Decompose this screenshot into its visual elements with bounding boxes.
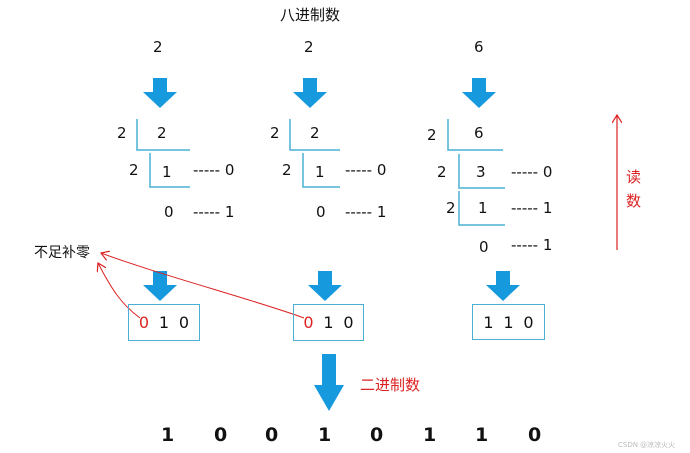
binary-result-bit: 0 <box>214 424 228 446</box>
binary-result-bit: 0 <box>265 424 279 446</box>
division-bracket <box>289 119 340 151</box>
down-arrow-icon <box>314 354 344 411</box>
binary-group-box: 0 1 0 <box>128 304 200 341</box>
remainder: ----- 0 <box>193 161 235 179</box>
binary-result-bit: 1 <box>423 424 437 446</box>
remainder: ----- 1 <box>511 199 553 217</box>
padded-bit: 0 <box>303 313 314 332</box>
binary-result-bit: 0 <box>528 424 542 446</box>
result-label: 二进制数 <box>360 376 421 394</box>
division-bracket <box>149 153 190 188</box>
down-arrow-icon <box>486 271 520 301</box>
octal-digit: 2 <box>153 38 163 56</box>
division-bracket <box>136 119 190 151</box>
binary-bit: 1 <box>158 313 170 332</box>
binary-group-box: 0 1 0 <box>293 304 364 341</box>
dividend: 2 <box>157 124 167 142</box>
octal-digit: 2 <box>304 38 314 56</box>
binary-bit: 0 <box>523 312 534 332</box>
final-quotient: 0 <box>316 203 326 221</box>
down-arrow-icon <box>308 271 342 301</box>
octal-digit: 6 <box>474 38 484 56</box>
pad-note-arrow <box>98 263 141 319</box>
final-quotient: 0 <box>479 238 489 256</box>
remainder: ----- 1 <box>511 236 553 254</box>
down-arrow-icon <box>293 78 327 108</box>
padded-bit: 0 <box>138 313 150 332</box>
divisor: 2 <box>446 199 456 217</box>
remainder: ----- 0 <box>345 161 387 179</box>
division-bracket <box>302 153 340 188</box>
division-bracket <box>458 154 505 189</box>
dividend: 3 <box>476 163 486 181</box>
down-arrow-icon <box>143 78 177 108</box>
final-quotient: 0 <box>164 203 174 221</box>
binary-result-bit: 0 <box>370 424 384 446</box>
binary-result-bit: 1 <box>475 424 489 446</box>
binary-result-bit: 1 <box>161 424 175 446</box>
remainder: ----- 1 <box>345 203 387 221</box>
binary-bit: 1 <box>323 313 334 332</box>
division-bracket <box>458 191 505 226</box>
binary-bit: 1 <box>483 312 494 332</box>
dividend: 6 <box>474 124 484 142</box>
down-arrow-icon <box>143 271 177 301</box>
watermark: CSDN @凉凉火火 <box>618 441 676 449</box>
binary-result-bit: 1 <box>318 424 332 446</box>
diagram-title: 八进制数 <box>280 6 341 24</box>
division-bracket <box>447 119 503 151</box>
dividend: 1 <box>478 199 488 217</box>
binary-bit: 0 <box>178 313 190 332</box>
divisor: 2 <box>427 126 437 144</box>
divisor: 2 <box>282 161 292 179</box>
binary-bit: 1 <box>503 312 514 332</box>
read-direction-label: 读数 <box>626 168 642 210</box>
dividend: 2 <box>310 124 320 142</box>
down-arrow-icon <box>462 78 496 108</box>
remainder: ----- 1 <box>193 203 235 221</box>
binary-group-box: 1 1 0 <box>472 304 545 340</box>
dividend: 1 <box>162 163 172 181</box>
binary-bit: 0 <box>343 313 354 332</box>
divisor: 2 <box>117 124 127 142</box>
divisor: 2 <box>270 124 280 142</box>
divisor: 2 <box>437 163 447 181</box>
pad-note-arrow <box>101 253 305 319</box>
divisor: 2 <box>129 161 139 179</box>
dividend: 1 <box>315 163 325 181</box>
pad-note: 不足补零 <box>34 245 90 261</box>
remainder: ----- 0 <box>511 163 553 181</box>
